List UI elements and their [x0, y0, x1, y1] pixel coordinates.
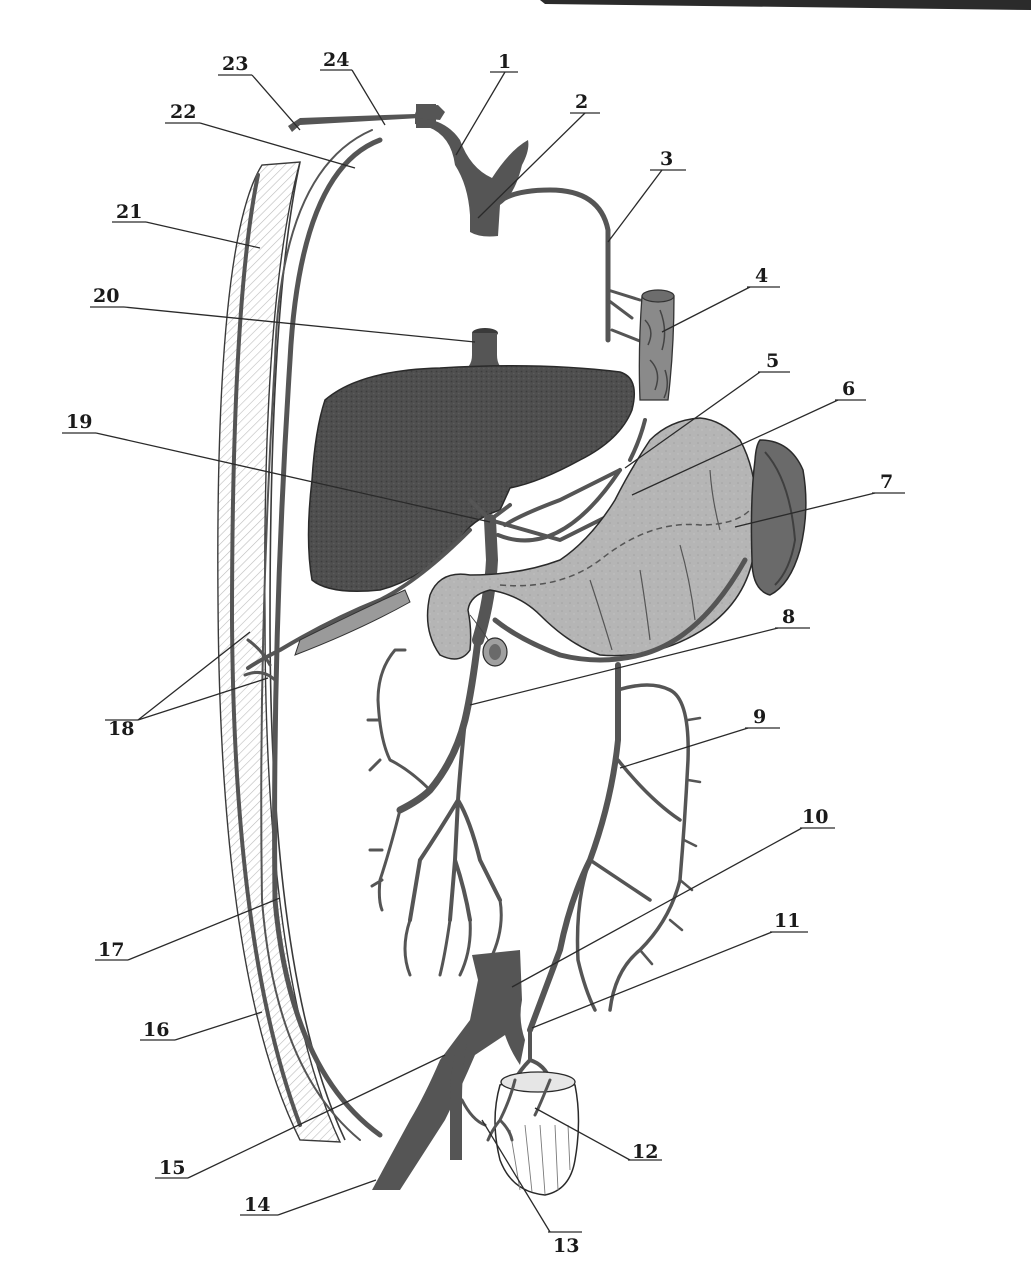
label-14: 14 — [244, 1194, 270, 1216]
esophagus — [638, 289, 675, 401]
label-18: 18 — [108, 718, 134, 740]
stomach — [426, 417, 758, 667]
leader-lines — [62, 69, 905, 1233]
label-4: 4 — [755, 265, 768, 287]
deep-wall-vein — [272, 137, 383, 1138]
label-12: 12 — [632, 1141, 658, 1163]
superior-vessels — [288, 104, 529, 237]
label-16: 16 — [143, 1019, 169, 1041]
label-13: 13 — [553, 1235, 579, 1257]
label-10: 10 — [802, 806, 828, 828]
scan-edge-shadow — [540, 0, 1031, 10]
left-gastric-vein — [503, 418, 647, 527]
label-22: 22 — [170, 101, 196, 123]
umbilical-anastomosis — [243, 638, 277, 682]
label-11: 11 — [774, 910, 800, 932]
spleen — [750, 439, 807, 596]
label-2: 2 — [575, 91, 588, 113]
ligamentum-teres — [294, 589, 411, 656]
label-8: 8 — [782, 606, 795, 628]
label-9: 9 — [753, 706, 766, 728]
label-15: 15 — [159, 1157, 185, 1179]
azygos-vein — [492, 187, 611, 343]
deep-wall-vein-outer — [260, 129, 373, 1141]
number-labels: 1 2 3 4 5 6 7 8 9 10 11 12 13 14 15 16 1… — [66, 49, 893, 1257]
label-1: 1 — [498, 51, 511, 73]
inferior-mesenteric-vein — [527, 662, 702, 1033]
label-23: 23 — [222, 53, 248, 75]
inferior-vena-cava-upper — [460, 328, 508, 372]
rectum — [486, 1071, 580, 1196]
inferior-vena-cava-lower — [372, 950, 525, 1190]
portal-vein — [472, 514, 498, 646]
label-19: 19 — [66, 411, 92, 433]
label-17: 17 — [98, 939, 124, 961]
splenic-vein — [492, 557, 748, 663]
label-21: 21 — [116, 201, 142, 223]
label-7: 7 — [880, 471, 893, 493]
label-20: 20 — [93, 285, 119, 307]
label-24: 24 — [323, 49, 349, 71]
label-3: 3 — [660, 148, 673, 170]
label-5: 5 — [766, 350, 779, 372]
superior-mesenteric-vein — [366, 636, 503, 977]
superficial-wall-vein — [230, 173, 302, 1127]
label-6: 6 — [842, 378, 855, 400]
abdominal-wall — [217, 161, 346, 1143]
liver — [307, 365, 635, 592]
